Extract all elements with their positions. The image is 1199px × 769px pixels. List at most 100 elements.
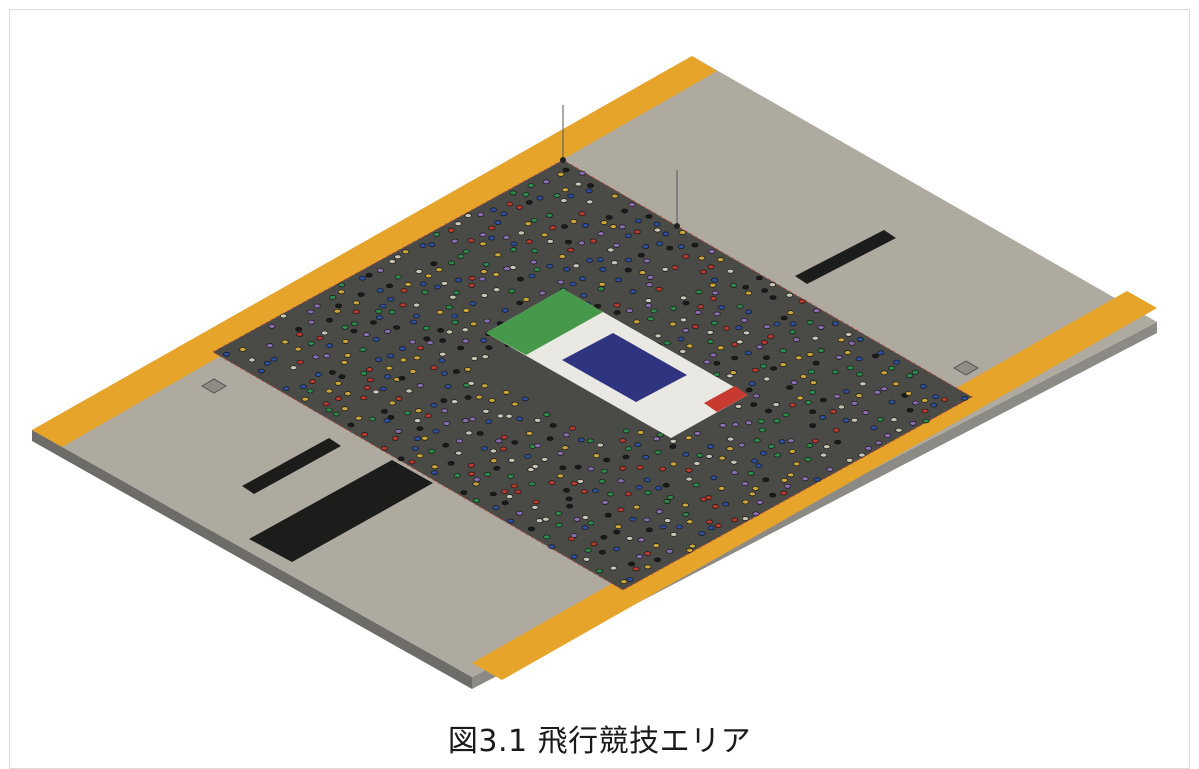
field-marker — [600, 220, 608, 225]
field-marker — [525, 239, 533, 244]
field-marker — [617, 478, 625, 484]
field-marker — [718, 455, 726, 461]
field-marker — [636, 464, 644, 470]
field-marker — [445, 304, 453, 310]
field-marker — [584, 547, 592, 553]
field-marker — [615, 277, 623, 283]
field-marker — [718, 305, 726, 310]
field-marker — [408, 459, 416, 465]
field-marker — [329, 294, 337, 300]
field-marker — [321, 330, 329, 336]
field-marker — [752, 486, 760, 491]
field-marker — [384, 374, 392, 379]
field-marker — [561, 187, 569, 193]
field-marker — [871, 353, 879, 359]
field-marker — [525, 200, 533, 205]
field-marker — [555, 522, 563, 528]
field-marker — [655, 286, 663, 292]
field-marker — [961, 395, 969, 401]
field-marker — [499, 446, 507, 452]
field-marker — [912, 400, 920, 406]
field-marker — [543, 412, 551, 417]
field-marker — [419, 243, 427, 248]
field-marker — [570, 533, 578, 538]
field-marker — [360, 370, 368, 376]
green-landing-area — [486, 289, 603, 355]
field-marker — [652, 543, 660, 548]
field-marker — [875, 440, 883, 446]
field-marker — [578, 170, 586, 176]
field-marker — [534, 417, 542, 423]
field-marker — [366, 367, 374, 372]
field-marker — [811, 335, 819, 341]
field-marker — [566, 503, 574, 509]
field-marker — [752, 511, 760, 517]
field-marker — [646, 275, 654, 280]
field-marker — [813, 477, 821, 483]
field-marker — [553, 193, 561, 198]
field-marker — [472, 498, 480, 503]
field-marker — [744, 309, 752, 315]
field-marker — [587, 466, 595, 472]
field-marker — [416, 383, 424, 388]
field-marker — [613, 529, 621, 535]
field-marker — [383, 418, 391, 424]
field-marker — [394, 274, 402, 280]
field-marker — [565, 496, 573, 502]
field-marker — [433, 284, 441, 290]
field-marker — [480, 446, 488, 451]
field-marker — [787, 438, 795, 444]
field-marker — [711, 290, 719, 296]
field-marker — [430, 402, 438, 408]
field-marker — [528, 481, 536, 487]
field-marker — [666, 494, 674, 500]
field-marker — [763, 324, 771, 330]
field-marker — [703, 359, 711, 365]
field-marker — [257, 368, 265, 374]
field-marker — [263, 360, 271, 366]
field-marker — [736, 339, 744, 345]
field-marker — [400, 288, 408, 293]
field-marker — [507, 474, 515, 479]
field-marker — [780, 477, 788, 483]
field-marker — [767, 334, 775, 339]
field-marker — [360, 395, 368, 401]
field-marker — [425, 273, 433, 279]
field-marker — [369, 320, 377, 325]
field-marker — [580, 489, 588, 494]
field-marker — [717, 257, 725, 263]
field-marker — [642, 244, 650, 249]
field-marker — [731, 470, 739, 475]
field-marker — [691, 324, 699, 329]
field-marker — [515, 205, 523, 210]
field-marker — [807, 369, 815, 375]
field-marker — [653, 227, 661, 233]
field-marker — [812, 360, 820, 366]
field-marker — [713, 360, 721, 366]
field-marker — [468, 275, 476, 281]
field-marker — [600, 468, 608, 474]
field-marker — [709, 282, 717, 288]
field-marker — [669, 306, 677, 311]
field-marker — [643, 258, 651, 264]
field-marker — [681, 502, 689, 508]
field-marker — [669, 321, 677, 327]
field-marker — [430, 261, 438, 267]
field-marker — [711, 504, 719, 509]
field-marker — [501, 489, 509, 494]
field-marker — [431, 464, 439, 470]
field-marker — [472, 481, 480, 487]
field-marker — [905, 391, 913, 396]
field-marker — [788, 449, 796, 454]
field-marker — [439, 351, 447, 357]
field-marker — [826, 467, 834, 472]
field-marker — [892, 381, 900, 387]
field-marker — [587, 520, 595, 526]
field-marker — [506, 494, 514, 499]
field-marker — [729, 370, 737, 375]
field-marker — [784, 483, 792, 489]
field-marker — [707, 339, 715, 344]
field-marker — [626, 577, 634, 582]
field-marker — [880, 370, 888, 376]
field-marker — [698, 255, 706, 261]
